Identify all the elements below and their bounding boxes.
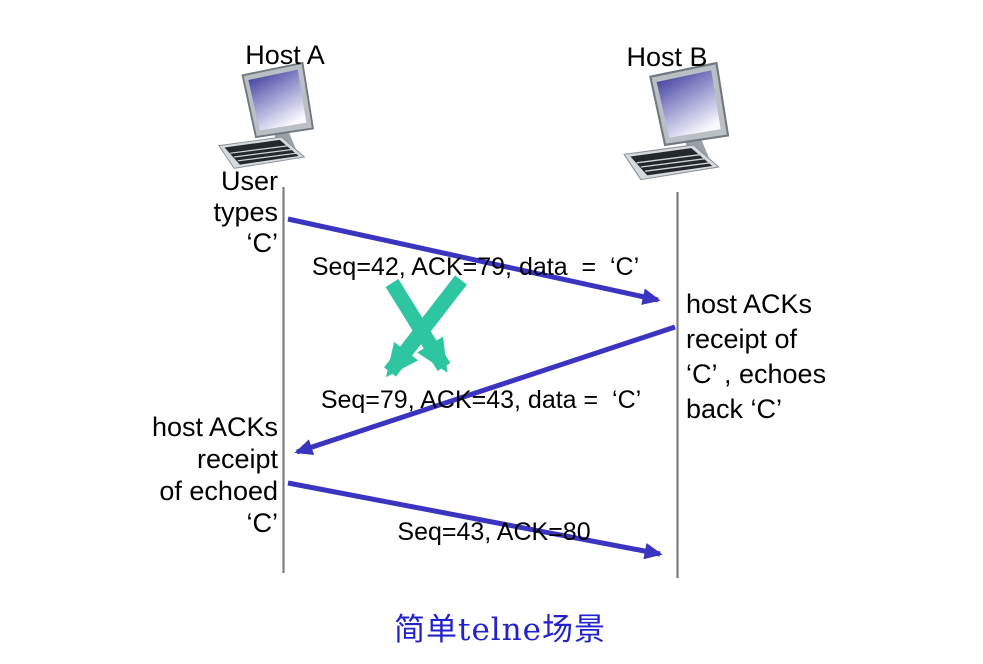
message-label-seq43: Seq=43, ACK=80: [397, 518, 591, 546]
annotation-line: ‘C’ , echoes: [686, 359, 827, 390]
annotation-line: receipt of: [686, 324, 798, 355]
annotation-line: ‘C’: [246, 507, 279, 538]
annotation-line: types: [213, 197, 278, 228]
packet-loss-x-mark: [384, 275, 467, 378]
host-b-label: Host B: [626, 42, 708, 72]
annotation-line: host ACKs: [686, 289, 813, 319]
annotation-line: receipt: [196, 443, 278, 474]
annotation-host-acks-echo: host ACKs receipt of ‘C’ , echoes back ‘…: [686, 287, 876, 427]
annotation-line: of echoed: [159, 475, 278, 506]
message-label-seq79: Seq=79, ACK=43, data = ‘C’: [320, 386, 642, 414]
message-arrow-seq43: [287, 480, 663, 560]
host-a-computer-icon: [217, 62, 314, 170]
slide-caption: 简单telne场景: [393, 612, 607, 648]
host-a-label: Host A: [245, 40, 325, 70]
annotation-line: User: [220, 166, 278, 196]
annotation-line: host ACKs: [151, 412, 278, 442]
annotation-line: back ‘C’: [686, 394, 783, 425]
annotation-line: ‘C’: [246, 228, 279, 259]
host-b-computer-icon: [623, 61, 730, 181]
annotation-host-acks-receipt: host ACKs receipt of echoed ‘C’: [130, 412, 278, 539]
message-arrow-seq79: [294, 324, 676, 456]
message-arrow-seq42: [287, 216, 661, 305]
annotation-user-types: User types ‘C’: [160, 166, 278, 259]
message-label-seq42: Seq=42, ACK=79, data = ‘C’: [311, 253, 640, 281]
